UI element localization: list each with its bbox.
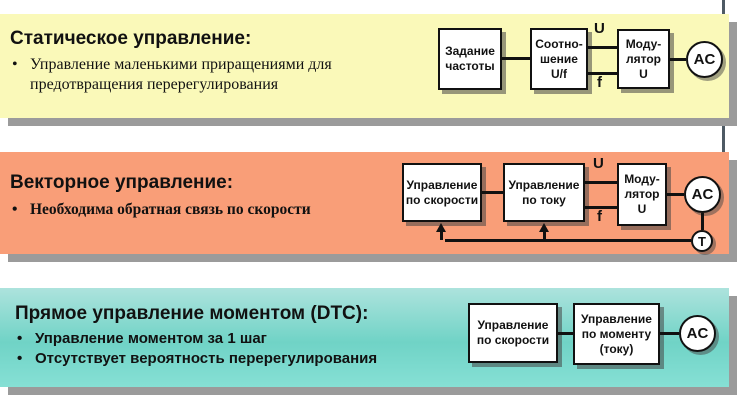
- connector-line: [670, 58, 686, 61]
- feedback-line: [445, 239, 691, 242]
- bullet-text: Управление маленькими приращениями для п…: [30, 56, 332, 93]
- connector-line: [660, 332, 679, 335]
- u-signal-label: U: [593, 155, 604, 172]
- bullet-text: Отсутствует вероятность перерегулировани…: [35, 350, 378, 367]
- box-line: шение: [540, 51, 578, 66]
- box-line: U: [639, 66, 648, 81]
- box-line: Управление: [477, 318, 549, 332]
- box-line: Моду-: [625, 36, 662, 51]
- band-dtc-title: Прямое управление моментом (DTC):: [15, 303, 369, 324]
- u-signal-label: U: [594, 20, 605, 37]
- ac-motor-circle: AC: [686, 41, 723, 78]
- bullet-dot: •: [17, 330, 23, 347]
- box-line: Задание: [445, 44, 495, 58]
- box-line: частоты: [445, 59, 495, 73]
- connector-line: [558, 332, 573, 335]
- u-signal-line: [585, 181, 617, 184]
- box-line: лятор: [624, 187, 660, 201]
- connector-line: [502, 57, 530, 60]
- ac-motor-circle: AC: [679, 315, 716, 352]
- band-dtc-bullet: • Управление моментом за 1 шаг: [17, 330, 267, 348]
- box-line: Управление: [581, 311, 652, 326]
- band-dtc-control: Прямое управление моментом (DTC): • Упра…: [0, 288, 729, 387]
- frequency-setpoint-box: Задание частоты: [438, 28, 502, 90]
- current-control-box: Управление по току: [503, 163, 585, 222]
- speed-control-box: Управление по скорости: [402, 163, 482, 222]
- torque-control-box: Управление по моменту (току): [573, 303, 660, 365]
- box-line: по скорости: [476, 333, 550, 347]
- box-line: U: [637, 202, 647, 216]
- band-vector-title: Векторное управление:: [10, 172, 234, 193]
- modulator-box: Моду- лятор U: [617, 163, 667, 226]
- box-line: лятор: [625, 51, 661, 66]
- f-signal-line: [585, 206, 617, 209]
- speed-control-box: Управление по скорости: [468, 303, 558, 363]
- ac-motor-circle: AC: [684, 176, 721, 213]
- feedback-stub-line: [440, 231, 443, 240]
- box-line: по току: [522, 192, 566, 207]
- arrow-up-icon: [539, 223, 549, 232]
- box-line: Моду-: [624, 172, 660, 186]
- box-line: Управление: [508, 177, 580, 192]
- u-signal-line: [588, 46, 617, 49]
- box-line: (току): [599, 341, 634, 356]
- box-line: Управление: [406, 177, 478, 192]
- band-static-title: Статическое управление:: [10, 28, 252, 49]
- band-vector-control: Векторное управление: • Необходима обрат…: [0, 152, 729, 254]
- bullet-text: Управление моментом за 1 шаг: [35, 330, 267, 347]
- band-dtc-bullet: • Отсутствует вероятность перерегулирова…: [17, 350, 377, 368]
- connector-line: [482, 191, 503, 194]
- box-line: по моменту: [581, 326, 652, 341]
- torque-sensor-circle: T: [691, 230, 713, 252]
- arrow-up-icon: [436, 223, 446, 232]
- bullet-text: Необходима обратная связь по скорости: [30, 201, 311, 218]
- bullet-dot: •: [17, 350, 23, 367]
- vertical-rule-line: [722, 0, 725, 252]
- f-signal-label: f: [597, 208, 602, 225]
- bullet-dot: •: [12, 201, 18, 218]
- band-vector-bullet: • Необходима обратная связь по скорости: [12, 201, 412, 220]
- uf-ratio-box: Соотно- шение U/f: [530, 28, 588, 90]
- box-line: Соотно-: [535, 36, 583, 51]
- modulator-box: Моду- лятор U: [617, 29, 670, 89]
- bullet-dot: •: [12, 56, 18, 73]
- motor-sensor-line: [701, 213, 704, 230]
- band-static-bullet: • Управление маленькими приращениями для…: [12, 55, 380, 94]
- band-static-control: Статическое управление: • Управление мал…: [0, 14, 729, 118]
- box-line: U/f: [551, 66, 567, 81]
- f-signal-label: f: [597, 74, 602, 91]
- box-line: по скорости: [405, 192, 479, 207]
- f-signal-line: [588, 72, 617, 75]
- connector-line: [667, 193, 684, 196]
- feedback-stub-line: [543, 231, 546, 240]
